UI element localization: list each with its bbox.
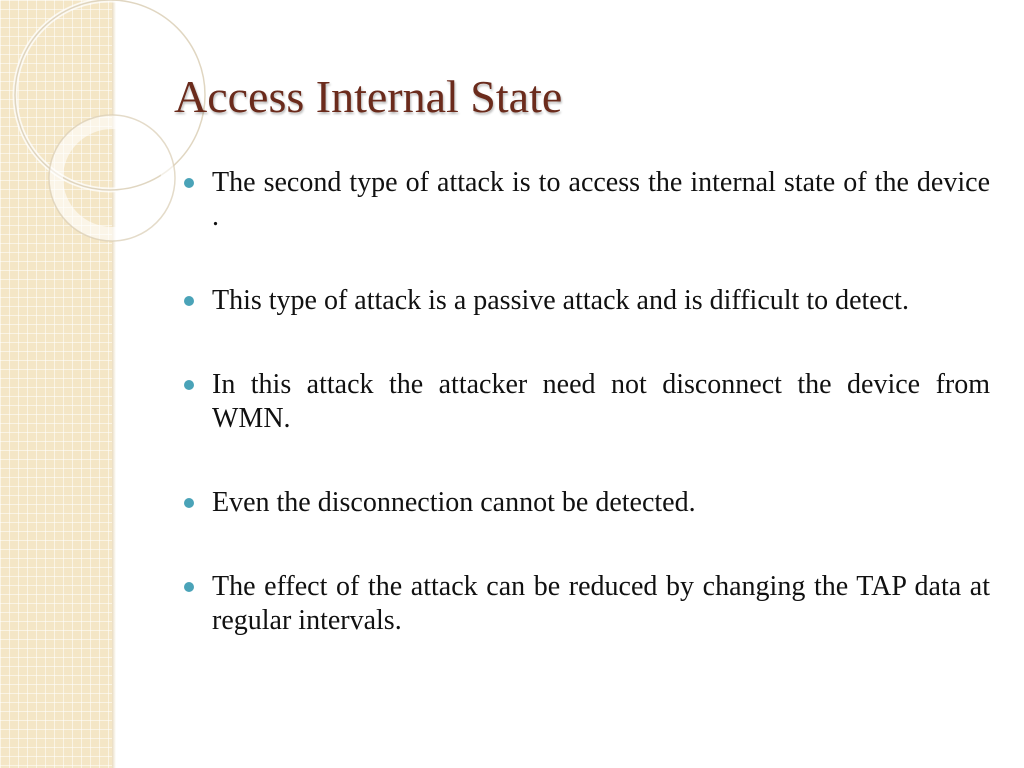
decorative-sidebar	[0, 0, 112, 768]
bullet-dot-icon	[184, 296, 194, 306]
slide-title: Access Internal State	[174, 71, 563, 122]
bullet-dot-icon	[184, 380, 194, 390]
bullet-item: Even the disconnection cannot be detecte…	[184, 486, 990, 520]
sidebar-edge	[112, 0, 116, 768]
bullet-text: Even the disconnection cannot be detecte…	[212, 487, 696, 518]
bullet-item: This type of attack is a passive attack …	[184, 284, 990, 318]
bullet-text: The second type of attack is to access t…	[212, 167, 990, 232]
bullet-text: In this attack the attacker need not dis…	[212, 369, 990, 434]
bullet-item: The second type of attack is to access t…	[184, 166, 990, 234]
bullet-item: In this attack the attacker need not dis…	[184, 368, 990, 436]
bullet-dot-icon	[184, 582, 194, 592]
bullet-text: This type of attack is a passive attack …	[212, 285, 909, 316]
bullet-dot-icon	[184, 498, 194, 508]
bullet-dot-icon	[184, 178, 194, 188]
bullet-list: The second type of attack is to access t…	[184, 166, 990, 688]
bullet-text: The effect of the attack can be reduced …	[212, 571, 990, 636]
bullet-item: The effect of the attack can be reduced …	[184, 570, 990, 638]
